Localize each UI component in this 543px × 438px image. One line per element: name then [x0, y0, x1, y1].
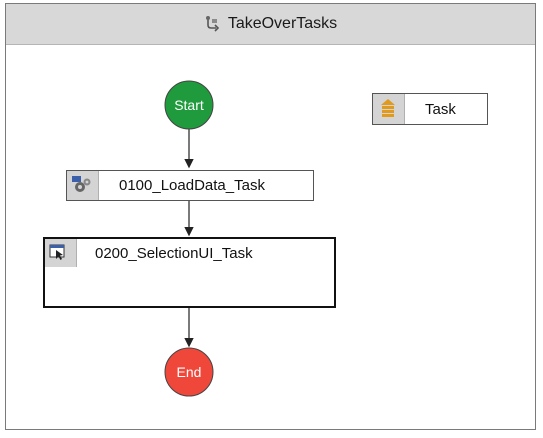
end-node-label: End: [177, 364, 202, 380]
task-node-loaddata[interactable]: 0100_LoadData_Task: [66, 170, 314, 201]
legend-task-label: Task: [425, 101, 456, 118]
gears-task-icon: [67, 171, 99, 200]
end-node[interactable]: End: [164, 347, 214, 397]
start-node-label: Start: [174, 97, 204, 113]
task-node-selectionui[interactable]: 0200_SelectionUI_Task: [43, 237, 336, 308]
task-label: 0200_SelectionUI_Task: [95, 245, 253, 262]
diagram-title-bar: TakeOverTasks: [6, 4, 535, 45]
legend-task-node[interactable]: Task: [372, 93, 488, 125]
ui-window-task-icon: [45, 239, 77, 267]
workflow-icon: [204, 15, 222, 33]
task-label: 0100_LoadData_Task: [119, 177, 265, 194]
start-node[interactable]: Start: [164, 80, 214, 130]
diagram-title: TakeOverTasks: [227, 15, 338, 32]
task-stack-icon: [373, 94, 405, 124]
diagram-frame: TakeOverTasks: [5, 3, 536, 430]
